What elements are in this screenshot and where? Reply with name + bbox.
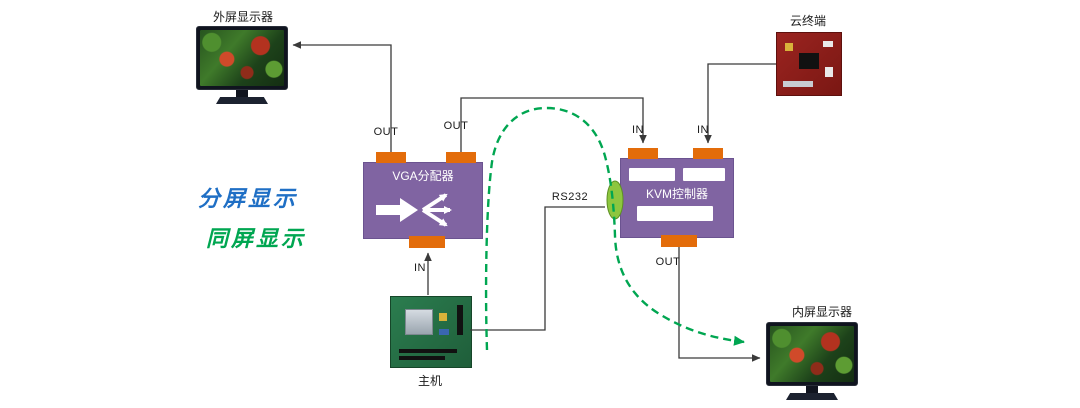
- monitor-neck: [236, 90, 248, 97]
- kvm-in-right-label: IN: [697, 124, 709, 136]
- chip: [799, 53, 819, 69]
- host-label: 主机: [417, 374, 442, 388]
- kvm-port-out: [661, 235, 697, 247]
- kvm-slot: [683, 168, 725, 181]
- vga-splitter-title: VGA分配器: [392, 169, 454, 183]
- line-vga-to-kvm: [460, 97, 647, 152]
- kvm-in-left-label: IN: [632, 124, 644, 136]
- kvm-controller-title: KVM控制器: [645, 187, 708, 201]
- slot: [399, 349, 457, 353]
- component: [439, 313, 447, 321]
- host-image: [390, 296, 472, 368]
- cpu-socket: [405, 309, 433, 335]
- cloud-terminal-image: [776, 32, 842, 96]
- split-arrows-icon: [376, 193, 452, 227]
- monitor-frame: [196, 26, 288, 90]
- external-monitor-label: 外屏显示器: [212, 10, 273, 24]
- slot: [399, 356, 445, 360]
- kvm-controller-box: KVM控制器: [620, 158, 734, 238]
- connector-strip: [783, 81, 813, 87]
- monitor-screen: [770, 326, 854, 382]
- component: [785, 43, 793, 51]
- cloud-terminal-label: 云终端: [789, 14, 826, 28]
- kvm-out-label: OUT: [655, 256, 681, 268]
- vga-out-right-label: OUT: [443, 120, 469, 132]
- io-ports: [457, 305, 463, 335]
- monitor-base: [786, 393, 838, 400]
- internal-monitor-label: 内屏显示器: [791, 305, 852, 319]
- component: [439, 329, 449, 335]
- legend-split-screen: 分屏显示: [198, 186, 299, 212]
- line-host-to-rs232: [470, 206, 605, 331]
- kvm-port-in-right: [693, 148, 723, 159]
- monitor-base: [216, 97, 268, 104]
- internal-monitor-image: [766, 322, 858, 400]
- legend-same-screen: 同屏显示: [206, 226, 307, 252]
- vga-port-out-left: [376, 152, 406, 163]
- component: [825, 67, 833, 77]
- vga-in-label: IN: [414, 262, 426, 274]
- external-monitor-image: [196, 26, 288, 104]
- line-kvm-to-internal-monitor: [678, 247, 761, 362]
- kvm-port-in-left: [628, 148, 658, 159]
- vga-out-left-label: OUT: [373, 126, 399, 138]
- component: [823, 41, 833, 47]
- kvm-slot: [637, 206, 713, 221]
- vga-port-in: [409, 236, 445, 248]
- kvm-slot: [629, 168, 675, 181]
- rs232-label: RS232: [551, 191, 589, 203]
- monitor-frame: [766, 322, 858, 386]
- monitor-neck: [806, 386, 818, 393]
- vga-splitter-box: VGA分配器: [363, 162, 483, 239]
- monitor-screen: [200, 30, 284, 86]
- vga-port-out-right: [446, 152, 476, 163]
